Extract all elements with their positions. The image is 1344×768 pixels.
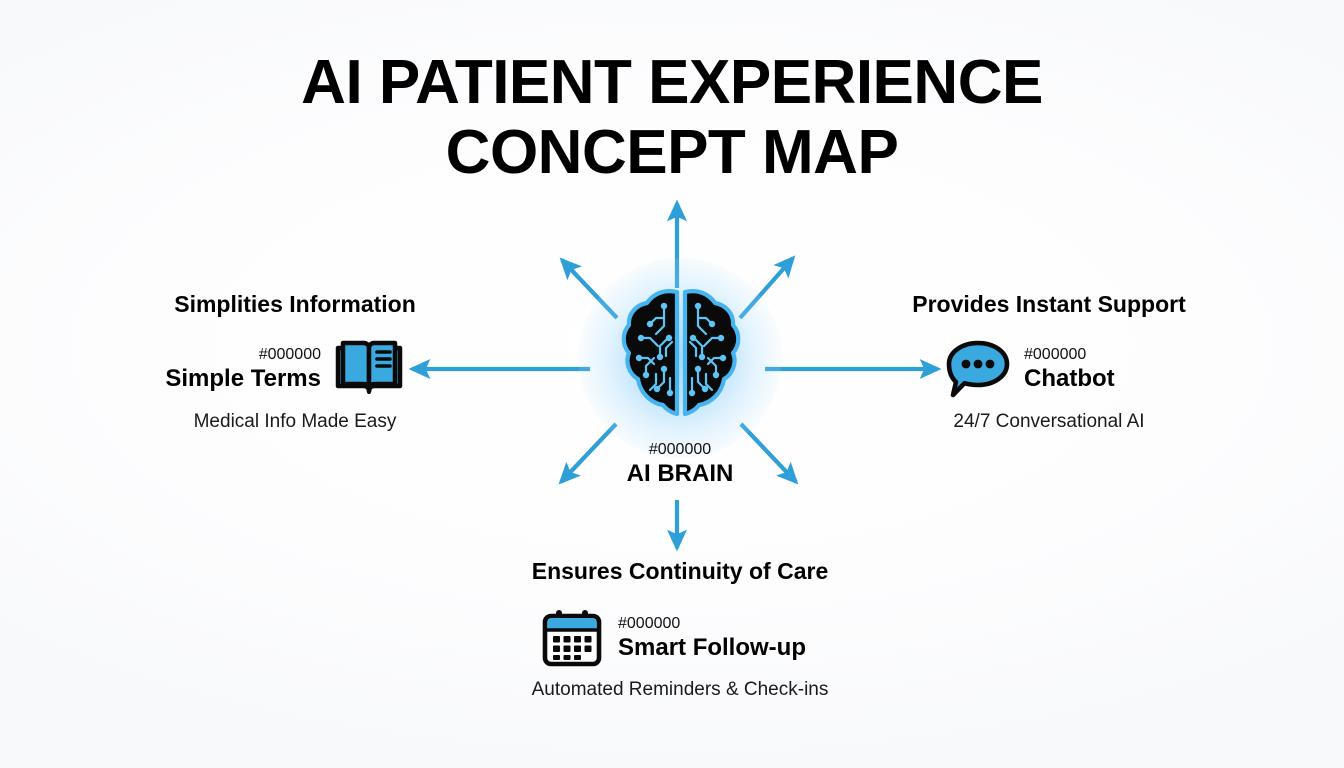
- calendar-icon: [542, 610, 602, 667]
- node-label-chatbot: #000000 Chatbot: [1024, 345, 1115, 393]
- center-node-name: AI BRAIN: [626, 460, 734, 487]
- node-subtitle-ensures-continuity-of-care: Automated Reminders & Check-ins: [531, 679, 829, 700]
- left-hex-code: #000000: [258, 346, 321, 363]
- node-label-smart-followup: #000000 Smart Follow-up: [618, 614, 806, 662]
- page-title-line-1: AI PATIENT EXPERIENCE: [301, 48, 1043, 117]
- center-node-ai-brain[interactable]: [578, 258, 782, 458]
- arrow-down-right: [739, 422, 799, 485]
- open-book-icon: [335, 340, 403, 394]
- node-simplifies-information[interactable]: #000000 Simple Terms: [150, 338, 405, 400]
- node-heading-provides-instant-support: Provides Instant Support: [912, 291, 1186, 317]
- node-subtitle-simplifies-information: Medical Info Made Easy: [193, 411, 397, 432]
- page-title-line-2: CONCEPT MAP: [445, 118, 899, 187]
- chat-bubble-icon: [946, 340, 1010, 398]
- node-subtitle-provides-instant-support: 24/7 Conversational AI: [953, 411, 1145, 432]
- node-provides-instant-support[interactable]: #000000 Chatbot: [944, 338, 1204, 400]
- node-heading-simplifies-information: Simplities Information: [174, 291, 416, 317]
- node-heading-ensures-continuity-of-care: Ensures Continuity of Care: [531, 558, 829, 584]
- page-title: AI PATIENT EXPERIENCE CONCEPT MAP: [0, 48, 1344, 188]
- center-node-label: #000000 AI BRAIN: [578, 440, 782, 488]
- right-hex-code: #000000: [1024, 346, 1087, 363]
- center-hex-code: #000000: [648, 441, 712, 458]
- arrow-down-left: [558, 422, 618, 485]
- ai-brain-icon: [621, 289, 741, 416]
- brain-glow: [578, 258, 782, 458]
- node-label-simple-terms: #000000 Simple Terms: [165, 345, 321, 393]
- right-node-name: Chatbot: [1024, 365, 1115, 392]
- left-node-name: Simple Terms: [165, 365, 321, 392]
- bottom-hex-code: #000000: [618, 615, 681, 632]
- node-ensures-continuity-of-care[interactable]: #000000 Smart Follow-up: [540, 608, 830, 668]
- bottom-node-name: Smart Follow-up: [618, 634, 806, 661]
